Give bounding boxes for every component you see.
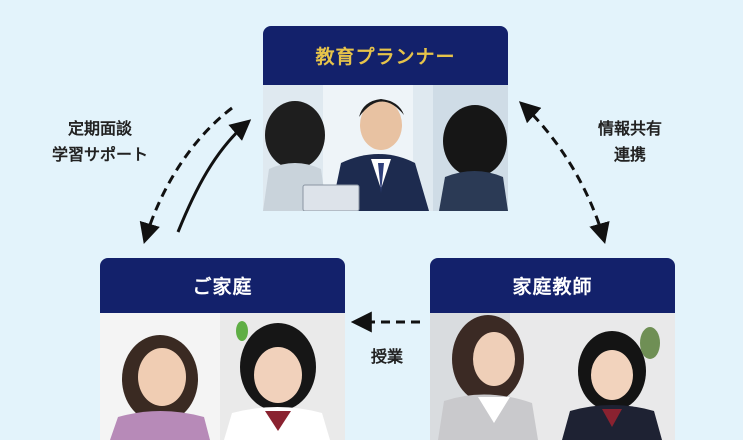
- node-planner: 教育プランナー: [263, 26, 508, 211]
- family-photo: [100, 313, 345, 440]
- tutor-photo: [430, 313, 675, 440]
- node-family: ご家庭: [100, 258, 345, 440]
- node-tutor: 家庭教師: [430, 258, 675, 440]
- label-planner-tutor: 情報共有 連携: [575, 116, 685, 168]
- label-planner-family: 定期面談 学習サポート: [30, 116, 170, 168]
- node-family-title: ご家庭: [100, 258, 345, 313]
- node-planner-title: 教育プランナー: [263, 26, 508, 85]
- node-tutor-title: 家庭教師: [430, 258, 675, 313]
- arrow-planner-to-family: [139, 106, 233, 245]
- label-tutor-family-line1: 授業: [370, 347, 403, 366]
- label-planner-family-line1: 定期面談: [67, 119, 132, 138]
- label-tutor-family: 授業: [352, 344, 422, 370]
- arrow-planner-tutor: [518, 101, 610, 245]
- arrow-family-to-planner: [176, 119, 252, 233]
- planner-photo: [263, 85, 508, 211]
- label-planner-family-line2: 学習サポート: [51, 145, 148, 164]
- label-planner-tutor-line1: 情報共有: [597, 119, 662, 138]
- label-planner-tutor-line2: 連携: [613, 145, 646, 164]
